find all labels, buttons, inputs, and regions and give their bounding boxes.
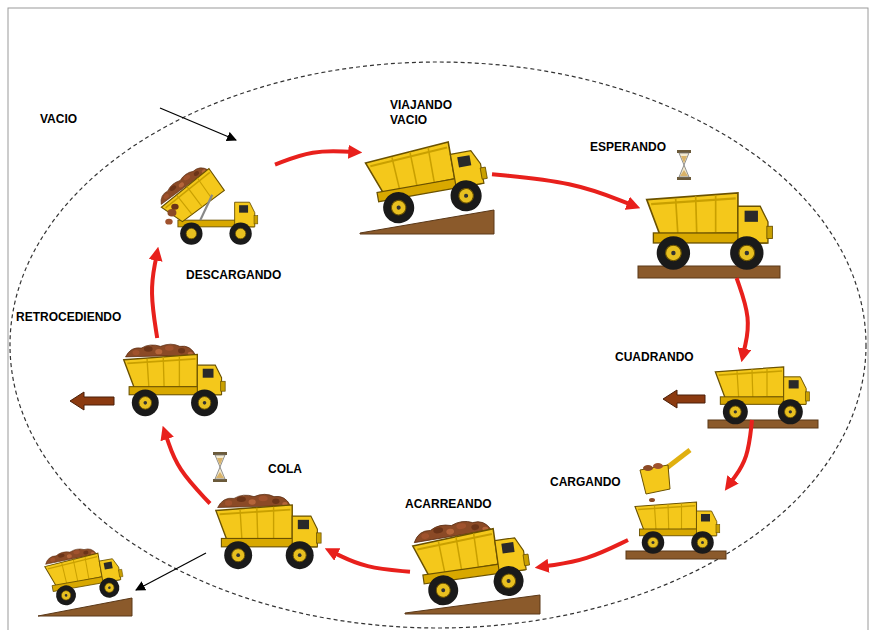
truck-stage: CARGANDO [628, 468, 725, 558]
stage-label: DESCARGANDO [186, 268, 281, 283]
truck-stage: ESPERANDO [640, 185, 778, 278]
truck-stage: ACARREANDO [410, 522, 535, 605]
stage-label: ESPERANDO [590, 140, 666, 155]
stage-label-group: DESCARGANDO [186, 268, 281, 283]
truck-dumping [154, 162, 258, 245]
cycle-arrow [152, 260, 157, 338]
cycle-arrow [548, 540, 628, 566]
stage-label: CUADRANDO [615, 350, 694, 365]
truck-queue [213, 452, 321, 569]
truck-waiting [638, 150, 780, 278]
stage-label: VIAJANDO VACIO [390, 98, 468, 128]
stage-label-group: CUADRANDO [615, 350, 694, 365]
truck-stage: DESCARGANDO [148, 150, 275, 247]
stage-label: COLA [268, 462, 302, 477]
truck-stage: VIAJANDO VACIO [362, 135, 492, 222]
stage-label-group: COLA [268, 462, 302, 477]
truck-hauling [405, 513, 540, 614]
truck-loading [626, 450, 726, 559]
label-group: VACIO [40, 112, 77, 127]
truck-stage: COLA [210, 490, 325, 580]
stage-label: ACARREANDO [405, 497, 492, 512]
cycle-ellipse [10, 62, 866, 628]
leader-line [136, 553, 206, 590]
stage-label-group: ACARREANDO [405, 497, 492, 512]
leader-line [160, 108, 236, 140]
cycle-arrow [492, 174, 628, 203]
stage-label-group: CARGANDO [550, 475, 621, 490]
truck-stage: CUADRANDO [710, 362, 815, 420]
cycle-arrow [337, 554, 410, 572]
stage-label-group: RETROCEDIENDO [16, 310, 121, 325]
cycle-arrow [733, 420, 752, 480]
state-label: VACIO [40, 112, 77, 127]
truck-reversing [70, 344, 225, 416]
stage-label: RETROCEDIENDO [16, 310, 121, 325]
stage-label-group: ESPERANDO [590, 140, 666, 155]
stage-label: CARGANDO [550, 475, 621, 490]
stage-label-group: VIAJANDO VACIO [390, 98, 468, 128]
cycle-arrow [737, 278, 748, 349]
truck-empty-slope [360, 136, 494, 234]
truck-stage: RETROCEDIENDO [118, 338, 230, 426]
frame [8, 8, 868, 630]
truck-spotting [663, 367, 818, 428]
cycle-arrow [275, 151, 349, 164]
cycle-arrow [167, 438, 210, 503]
truck-exit [38, 542, 132, 616]
